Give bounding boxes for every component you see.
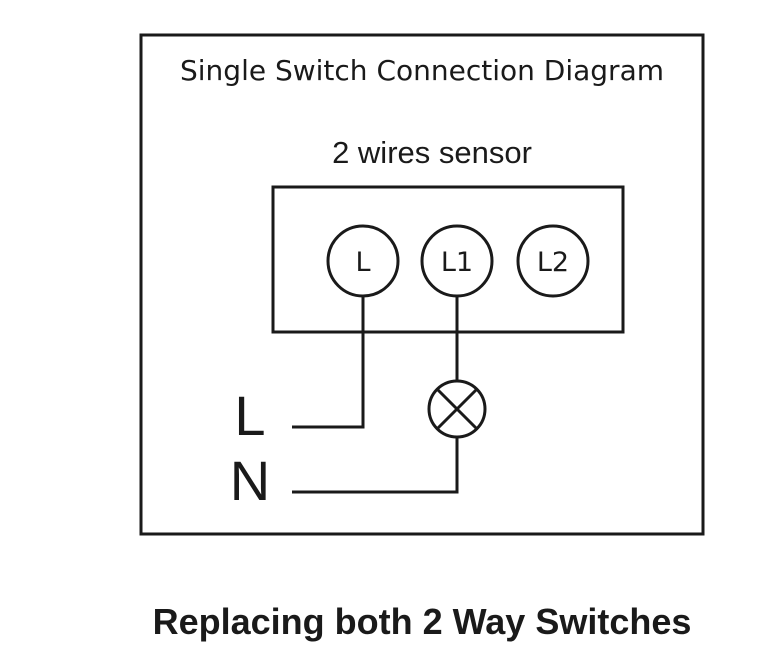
sensor-box (271, 185, 625, 334)
lamp-icon (427, 379, 487, 439)
caption: Replacing both 2 Way Switches (153, 601, 692, 642)
terminal-l2-label: L2 (537, 247, 569, 278)
terminal-l1-circle (420, 224, 494, 298)
live-wire (292, 296, 365, 429)
neutral-wire (292, 437, 459, 494)
diagram-title: Single Switch Connection Diagram (180, 54, 664, 87)
diagram-frame (139, 33, 705, 536)
neutral-label: N (230, 449, 270, 512)
terminal-l2: L2 (516, 224, 590, 298)
terminal-l: L (326, 224, 400, 298)
sensor-label: 2 wires sensor (332, 135, 532, 170)
terminal-l1-label: L1 (441, 247, 473, 278)
terminal-l-circle (326, 224, 400, 298)
terminal-l-label: L (355, 247, 370, 278)
live-label: L (234, 384, 265, 447)
terminal-l2-circle (516, 224, 590, 298)
terminal-l1: L1 (420, 224, 494, 298)
